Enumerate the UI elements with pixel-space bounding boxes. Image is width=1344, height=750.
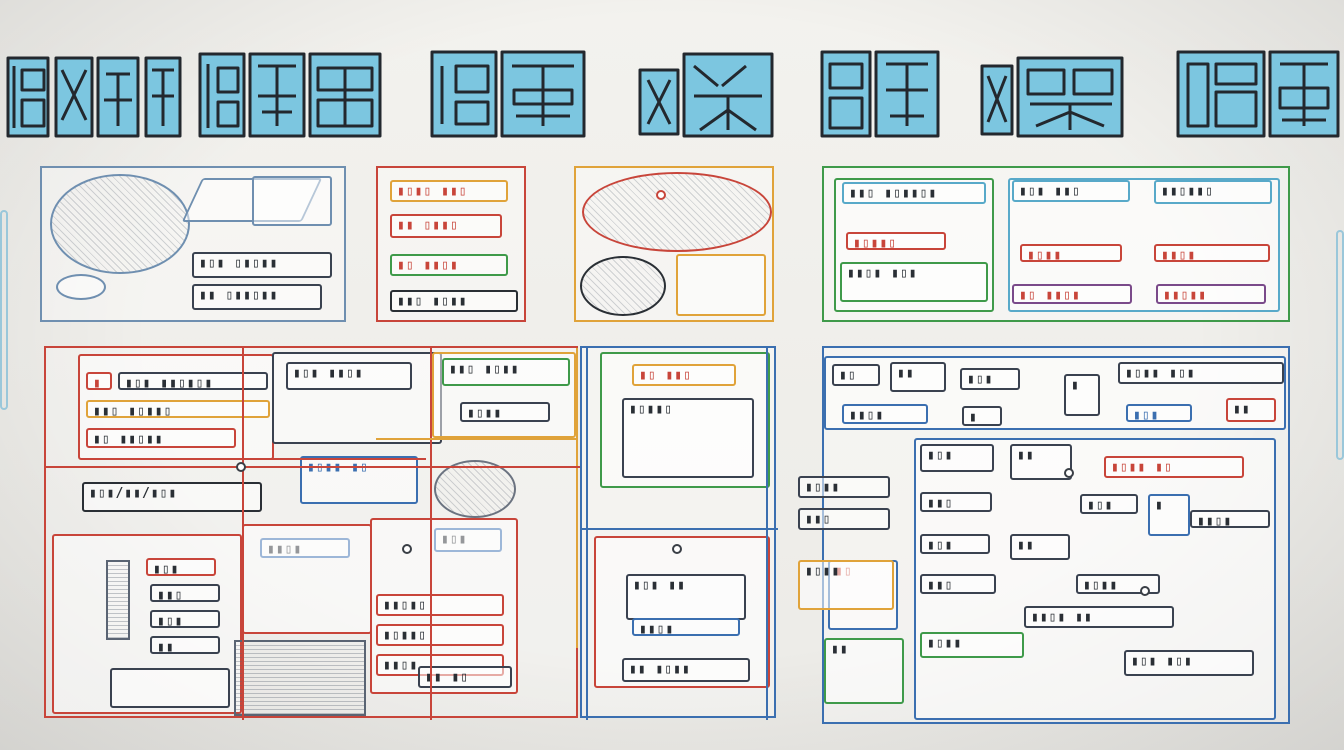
- connector-dot: [1064, 468, 1074, 478]
- label-box: ▮▯▮▮: [1076, 574, 1160, 594]
- label-box: ▮▯▮▮ ▮▯: [300, 456, 418, 504]
- panel-top-4: ▮▮▯ ▮▯▮▮▯▮ ▮▯▮▮▯ ▮▮▯▮ ▮▯▮ ▮▯▮ ▮▮▯ ▮▮▯▮▮▯…: [822, 166, 1290, 322]
- sketch-shape: [252, 176, 332, 226]
- label-box: ▮▯ ▮▮▯: [632, 364, 736, 386]
- panel-bottom-left: ▮ ▮▯▮ ▮▮▯▮▯▮ ▮▮▯ ▮▯▮▮▯ ▮▯ ▮▮▯▮▮ ▮▯▮/▮▮/▮…: [44, 346, 580, 720]
- label-box: ▮▮ ▮▯: [418, 666, 512, 688]
- connector-dot: [672, 544, 682, 554]
- sub-panel: [242, 524, 372, 634]
- connector-dot: [1140, 586, 1150, 596]
- label-box: ▮▯▮: [920, 534, 990, 554]
- label-box: ▮▮: [824, 638, 904, 704]
- label-box: ▮▮▯ ▮▯▮▮▯: [86, 400, 270, 418]
- label-box: ▮: [962, 406, 1002, 426]
- connector-dot: [402, 544, 412, 554]
- connector-dot: [656, 190, 666, 200]
- label-box: ▮▯▮ ▮▮▯: [1012, 180, 1130, 202]
- label-box: ▮▯▮▮: [1020, 244, 1122, 262]
- label-box: ▮▯ ▮▮▯▮: [1012, 284, 1132, 304]
- sketch-shape: [676, 254, 766, 316]
- label-box: ▮▯▮/▮▮/▮▯▮: [82, 482, 262, 512]
- label-box: ▮▮▯▮▯: [376, 594, 504, 616]
- label-box: ▮▯▮ ▮▮▯▮▯▮: [118, 372, 268, 390]
- sketch-shape: [56, 274, 106, 300]
- label-box: ▮▯▮: [1126, 404, 1192, 422]
- wire: [242, 348, 244, 720]
- wire: [586, 348, 588, 720]
- label-box: ▮▮: [1010, 444, 1072, 480]
- component-block: [234, 640, 366, 716]
- label-box: ▮▯ ▮▮▯▮: [390, 254, 508, 276]
- label-box: ▮▯: [832, 364, 880, 386]
- sub-panel: [110, 668, 230, 708]
- edge-mark: [0, 210, 8, 410]
- label-box: ▮▯▮: [146, 558, 216, 576]
- label-box: ▮▯▮▮ ▮▯: [1104, 456, 1244, 478]
- label-box: ▮▮▯: [150, 584, 220, 602]
- label-box: ▮▯ ▮▮▯▮▮: [86, 428, 236, 448]
- panel-top-3: [574, 166, 774, 322]
- label-box: ▮▮▯▮: [842, 404, 928, 424]
- label-box: ▮▮▯▮: [1154, 244, 1270, 262]
- panel-top-1: ▮▯▮ ▯▮▯▮▮ ▮▮ ▯▮▮▯▮▮: [40, 166, 346, 322]
- label-box: ▮▯▮▯ ▮▮▯: [390, 180, 508, 202]
- label-box: ▮▮▯▮ ▮▯▮: [840, 262, 988, 302]
- label-box: ▮▮▯▮▮▯: [1154, 180, 1272, 204]
- label-box: ▮▮▯▮: [632, 618, 740, 636]
- label-box: ▮: [1148, 494, 1190, 536]
- wire: [582, 528, 778, 530]
- title-glyphs: [6, 50, 1340, 138]
- connector-dot: [236, 462, 246, 472]
- label-box: ▮▮▯: [920, 492, 992, 512]
- wire: [46, 466, 580, 468]
- panel-bottom-right: ▮▯ ▮▮ ▮▯▮ ▮ ▮▮▯▮ ▮ ▮▯▮▮ ▮▯▮ ▮▯▮ ▮▮ ▮▯▮ ▮…: [822, 346, 1290, 724]
- wire: [766, 348, 768, 720]
- panel-bottom-middle: ▮▯ ▮▮▯ ▮▯▮▮▯ ▮▯▮ ▮▮ ▮▮▯▮ ▮▮ ▮▯▮▮: [580, 346, 778, 720]
- label-box: ▮▯▮ ▮▮: [626, 574, 746, 620]
- label-box: ▮▯▮▮: [920, 632, 1024, 658]
- label-box: ▮▮▯: [798, 508, 890, 530]
- sketch-shape: [434, 460, 516, 518]
- wire: [430, 348, 432, 720]
- label-box: ▮▯▮: [960, 368, 1020, 390]
- component-block: [106, 560, 130, 640]
- label-box: ▮▮▯▮: [1190, 510, 1270, 528]
- label-box: ▮: [86, 372, 112, 390]
- label-box: ▮▯▮▮: [798, 476, 890, 498]
- sketch-shape: [582, 172, 772, 252]
- label-box: ▮▯▮▮: [460, 402, 550, 422]
- label-box: ▮▮ ▯▮▮▯: [390, 214, 502, 238]
- label-box: ▮▯▮: [150, 610, 220, 628]
- label-box: ▮▯▮▮▯: [376, 624, 504, 646]
- label-box: ▮▮▯ ▮▯▮▮▯▮: [842, 182, 986, 204]
- sketch-shape: [580, 256, 666, 316]
- wire: [376, 438, 576, 440]
- label-box: ▮▮▯▮ ▮▮: [1024, 606, 1174, 628]
- label-box: ▮▮: [1226, 398, 1276, 422]
- panel-top-2: ▮▯▮▯ ▮▮▯ ▮▮ ▯▮▮▯ ▮▯ ▮▮▯▮ ▮▮▯ ▮▯▮▮: [376, 166, 526, 322]
- label-box: ▮▯▮▮▯: [622, 398, 754, 478]
- label-box: ▮▮: [1010, 534, 1070, 560]
- wire: [576, 348, 578, 648]
- label-box: ▮▮▯: [920, 574, 996, 594]
- label-box: ▮▯▮ ▮▮▯▮: [286, 362, 412, 390]
- label-box: ▮▯▮: [1080, 494, 1138, 514]
- label-box: ▮▮▯▮▮: [1156, 284, 1266, 304]
- edge-mark: [1336, 230, 1344, 460]
- label-box: ▮▯▮▮▯: [846, 232, 946, 250]
- wire: [226, 458, 426, 460]
- label-box: ▮▮▯ ▮▯▮▮: [442, 358, 570, 386]
- label-box: ▮▯▮▮: [798, 560, 894, 610]
- label-box: ▮▯▮: [920, 444, 994, 472]
- label-box: ▮▯▮ ▮▯▮: [1124, 650, 1254, 676]
- label-box: ▮▮ ▮▯▮▮: [622, 658, 750, 682]
- label-box: ▮▮ ▯▮▮▯▮▮: [192, 284, 322, 310]
- sketch-shape: [50, 174, 190, 274]
- label-box: ▮: [1064, 374, 1100, 416]
- label-box: ▮▮▯ ▮▯▮▮: [390, 290, 518, 312]
- label-box: ▮▯▮ ▯▮▯▮▮: [192, 252, 332, 278]
- label-box: ▮▯▮▮ ▮▯▮: [1118, 362, 1284, 384]
- label-box: ▮▮: [890, 362, 946, 392]
- label-box: ▮▮: [150, 636, 220, 654]
